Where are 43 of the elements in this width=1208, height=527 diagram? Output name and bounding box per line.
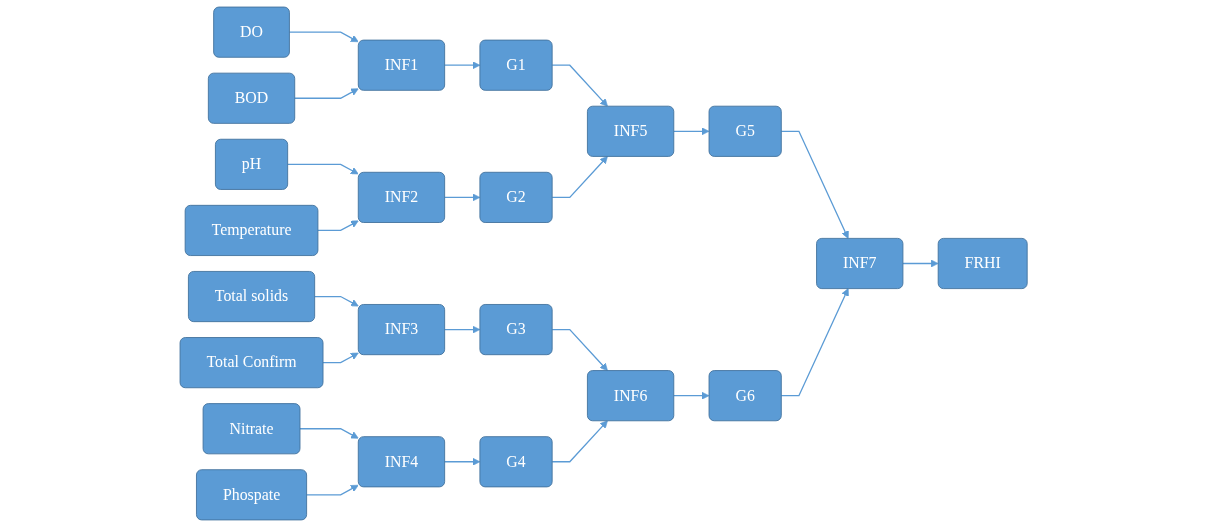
node-box: Total solids <box>188 271 316 323</box>
arrow <box>551 156 609 199</box>
arrow <box>673 391 710 400</box>
node-box: DO <box>213 6 291 58</box>
node-box: G5 <box>708 105 783 157</box>
node-box: INF5 <box>587 105 675 157</box>
arrow <box>289 31 359 43</box>
node-box: Nitrate <box>203 403 301 455</box>
node-box: G3 <box>479 304 553 356</box>
arrow <box>551 64 609 107</box>
arrow <box>294 88 359 99</box>
arrow <box>551 420 609 463</box>
node-box: G4 <box>479 436 553 488</box>
arrow <box>306 484 359 496</box>
arrow <box>299 428 359 439</box>
arrow <box>781 288 850 397</box>
node-box: Total Confirm <box>180 337 324 389</box>
arrow <box>551 328 609 371</box>
arrow <box>444 193 481 202</box>
node-box: INF4 <box>358 436 446 488</box>
node-box: INF7 <box>816 237 904 290</box>
arrow <box>781 130 850 239</box>
arrow <box>673 127 710 136</box>
node-box: INF3 <box>358 304 446 356</box>
arrow <box>287 163 359 175</box>
node-box: BOD <box>208 72 296 124</box>
node-box: INF2 <box>358 171 446 223</box>
arrow <box>902 259 939 268</box>
arrow <box>444 325 481 334</box>
node-box: INF1 <box>358 39 446 91</box>
node-box: INF6 <box>587 370 675 422</box>
arrow <box>444 61 481 70</box>
node-box: pH <box>215 138 289 190</box>
node-box: G1 <box>479 39 553 91</box>
arrow <box>314 295 359 307</box>
node-box: G2 <box>479 171 553 223</box>
node-box: Phospate <box>196 469 308 521</box>
arrow <box>444 457 481 466</box>
node-box: Temperature <box>185 204 319 256</box>
node-box: FRHI <box>938 237 1028 290</box>
arrow <box>317 220 359 232</box>
node-box: G6 <box>708 370 783 422</box>
arrow <box>322 352 359 364</box>
